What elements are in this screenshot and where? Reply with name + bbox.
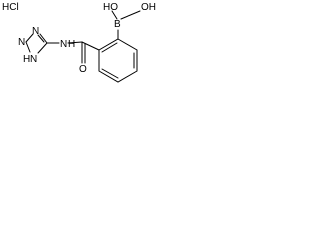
- boron-label: B: [114, 19, 121, 30]
- benzene-double-bond-3: [101, 42, 118, 53]
- tetrazole-nh-label: N: [30, 54, 37, 65]
- structure-canvas: HCl B HO OH O N H N N N H: [0, 0, 161, 93]
- tetrazole-n-top-label: N: [32, 26, 39, 37]
- benzene-double-bond-2: [101, 68, 119, 79]
- tetrazole-bond-1: [39, 33, 48, 44]
- tetrazole-bond-3: [25, 41, 31, 53]
- tetrazole-h-label: H: [23, 54, 30, 65]
- tetrazole-double-bond: [37, 34, 45, 43]
- b-o-bond-right: [120, 10, 141, 20]
- carbonyl-oxygen-label: O: [79, 64, 87, 75]
- hydroxyl-left-label: HO: [103, 2, 118, 13]
- hydroxyl-right-label: OH: [141, 2, 156, 13]
- carbonyl-n-bond: [67, 41, 83, 44]
- tetrazole-n-left-label: N: [18, 37, 25, 48]
- tetrazole-bond-2: [25, 33, 34, 43]
- ring-carbonyl-bond: [81, 41, 100, 51]
- b-o-bond-left: [111, 10, 118, 20]
- salt-label: HCl: [2, 2, 19, 13]
- amide-nitrogen-label: N: [60, 39, 67, 50]
- tetrazole-bond-4: [37, 42, 48, 54]
- amide-hydrogen-label: H: [68, 39, 75, 50]
- benzene-ring: [98, 38, 138, 83]
- chemical-structure-diagram: HCl B HO OH O N H N N N H: [2, 2, 156, 83]
